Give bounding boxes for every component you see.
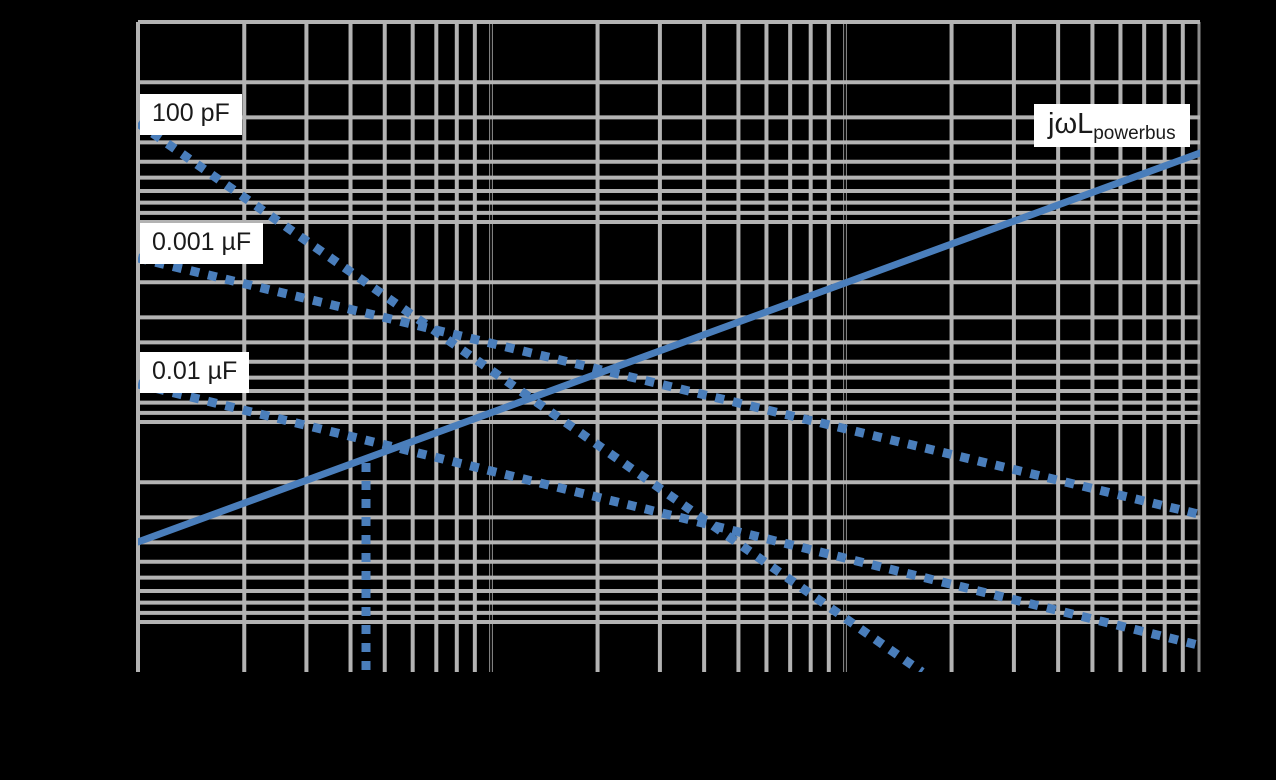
jwl-main-text: jωL	[1048, 108, 1094, 140]
trace-0-001-uf	[138, 253, 1200, 519]
series-label-001uf: 0.01 µF	[140, 352, 250, 393]
series-label-100pf: 100 pF	[140, 94, 242, 135]
jwl-subscript-text: powerbus	[1093, 123, 1176, 144]
trace-100-pf	[138, 119, 925, 672]
trace-0-01-uf	[138, 379, 1200, 650]
trace-layer	[138, 119, 1200, 672]
series-label-0001uf: 0.001 µF	[140, 223, 264, 264]
series-label-jwl-powerbus: jωLpowerbus	[1034, 104, 1190, 147]
trace-jwl-powerbus	[138, 149, 1200, 546]
grid-layer	[136, 20, 1201, 672]
